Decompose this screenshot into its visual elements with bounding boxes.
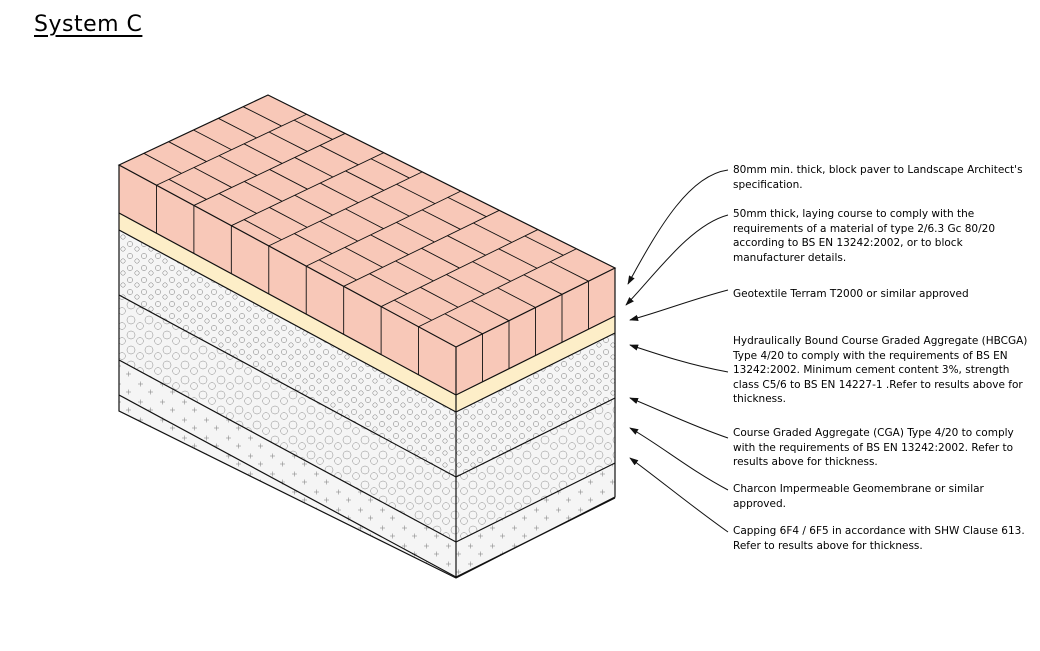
leader-arrows xyxy=(625,169,729,533)
leader-arrow-5 xyxy=(629,397,729,439)
leader-arrow-3 xyxy=(629,289,729,321)
laying-course-layer-left-face xyxy=(119,213,456,412)
cga-layer-left-face xyxy=(119,295,456,542)
capping-layer-left-face xyxy=(119,360,456,578)
hbcga-layer-right-face xyxy=(456,333,615,477)
label-capping: Capping 6F4 / 6F5 in accordance with SHW… xyxy=(733,525,1025,552)
label-block-paver: 80mm min. thick, block paver to Landscap… xyxy=(733,164,1023,191)
label-hbcga: Hydraulically Bound Course Graded Aggreg… xyxy=(733,335,1028,406)
paver-side-joints xyxy=(155,185,589,382)
leader-arrow-2 xyxy=(625,214,729,306)
paver-joints xyxy=(143,106,589,335)
label-geomembrane: Charcon Impermeable Geomembrane or simil… xyxy=(733,483,984,510)
leader-arrow-6 xyxy=(629,427,729,491)
leader-arrow-4 xyxy=(629,344,729,373)
cga-layer-right-face xyxy=(456,398,615,542)
label-geotextile: Geotextile Terram T2000 or similar appro… xyxy=(733,288,969,300)
leader-arrow-1 xyxy=(627,169,729,285)
laying-course-layer-right-face xyxy=(456,316,615,412)
leader-arrow-7 xyxy=(629,457,729,533)
label-laying-course: 50mm thick, laying course to comply with… xyxy=(733,208,996,264)
capping-layer-right-face xyxy=(456,463,615,578)
layer-block xyxy=(117,94,617,579)
paver-layer-left-face xyxy=(119,165,456,395)
hbcga-layer-left-face xyxy=(119,230,456,477)
diagram-title: System C xyxy=(34,12,143,37)
label-cga: Course Graded Aggregate (CGA) Type 4/20 … xyxy=(733,427,1014,469)
layer-boundaries xyxy=(118,165,616,579)
